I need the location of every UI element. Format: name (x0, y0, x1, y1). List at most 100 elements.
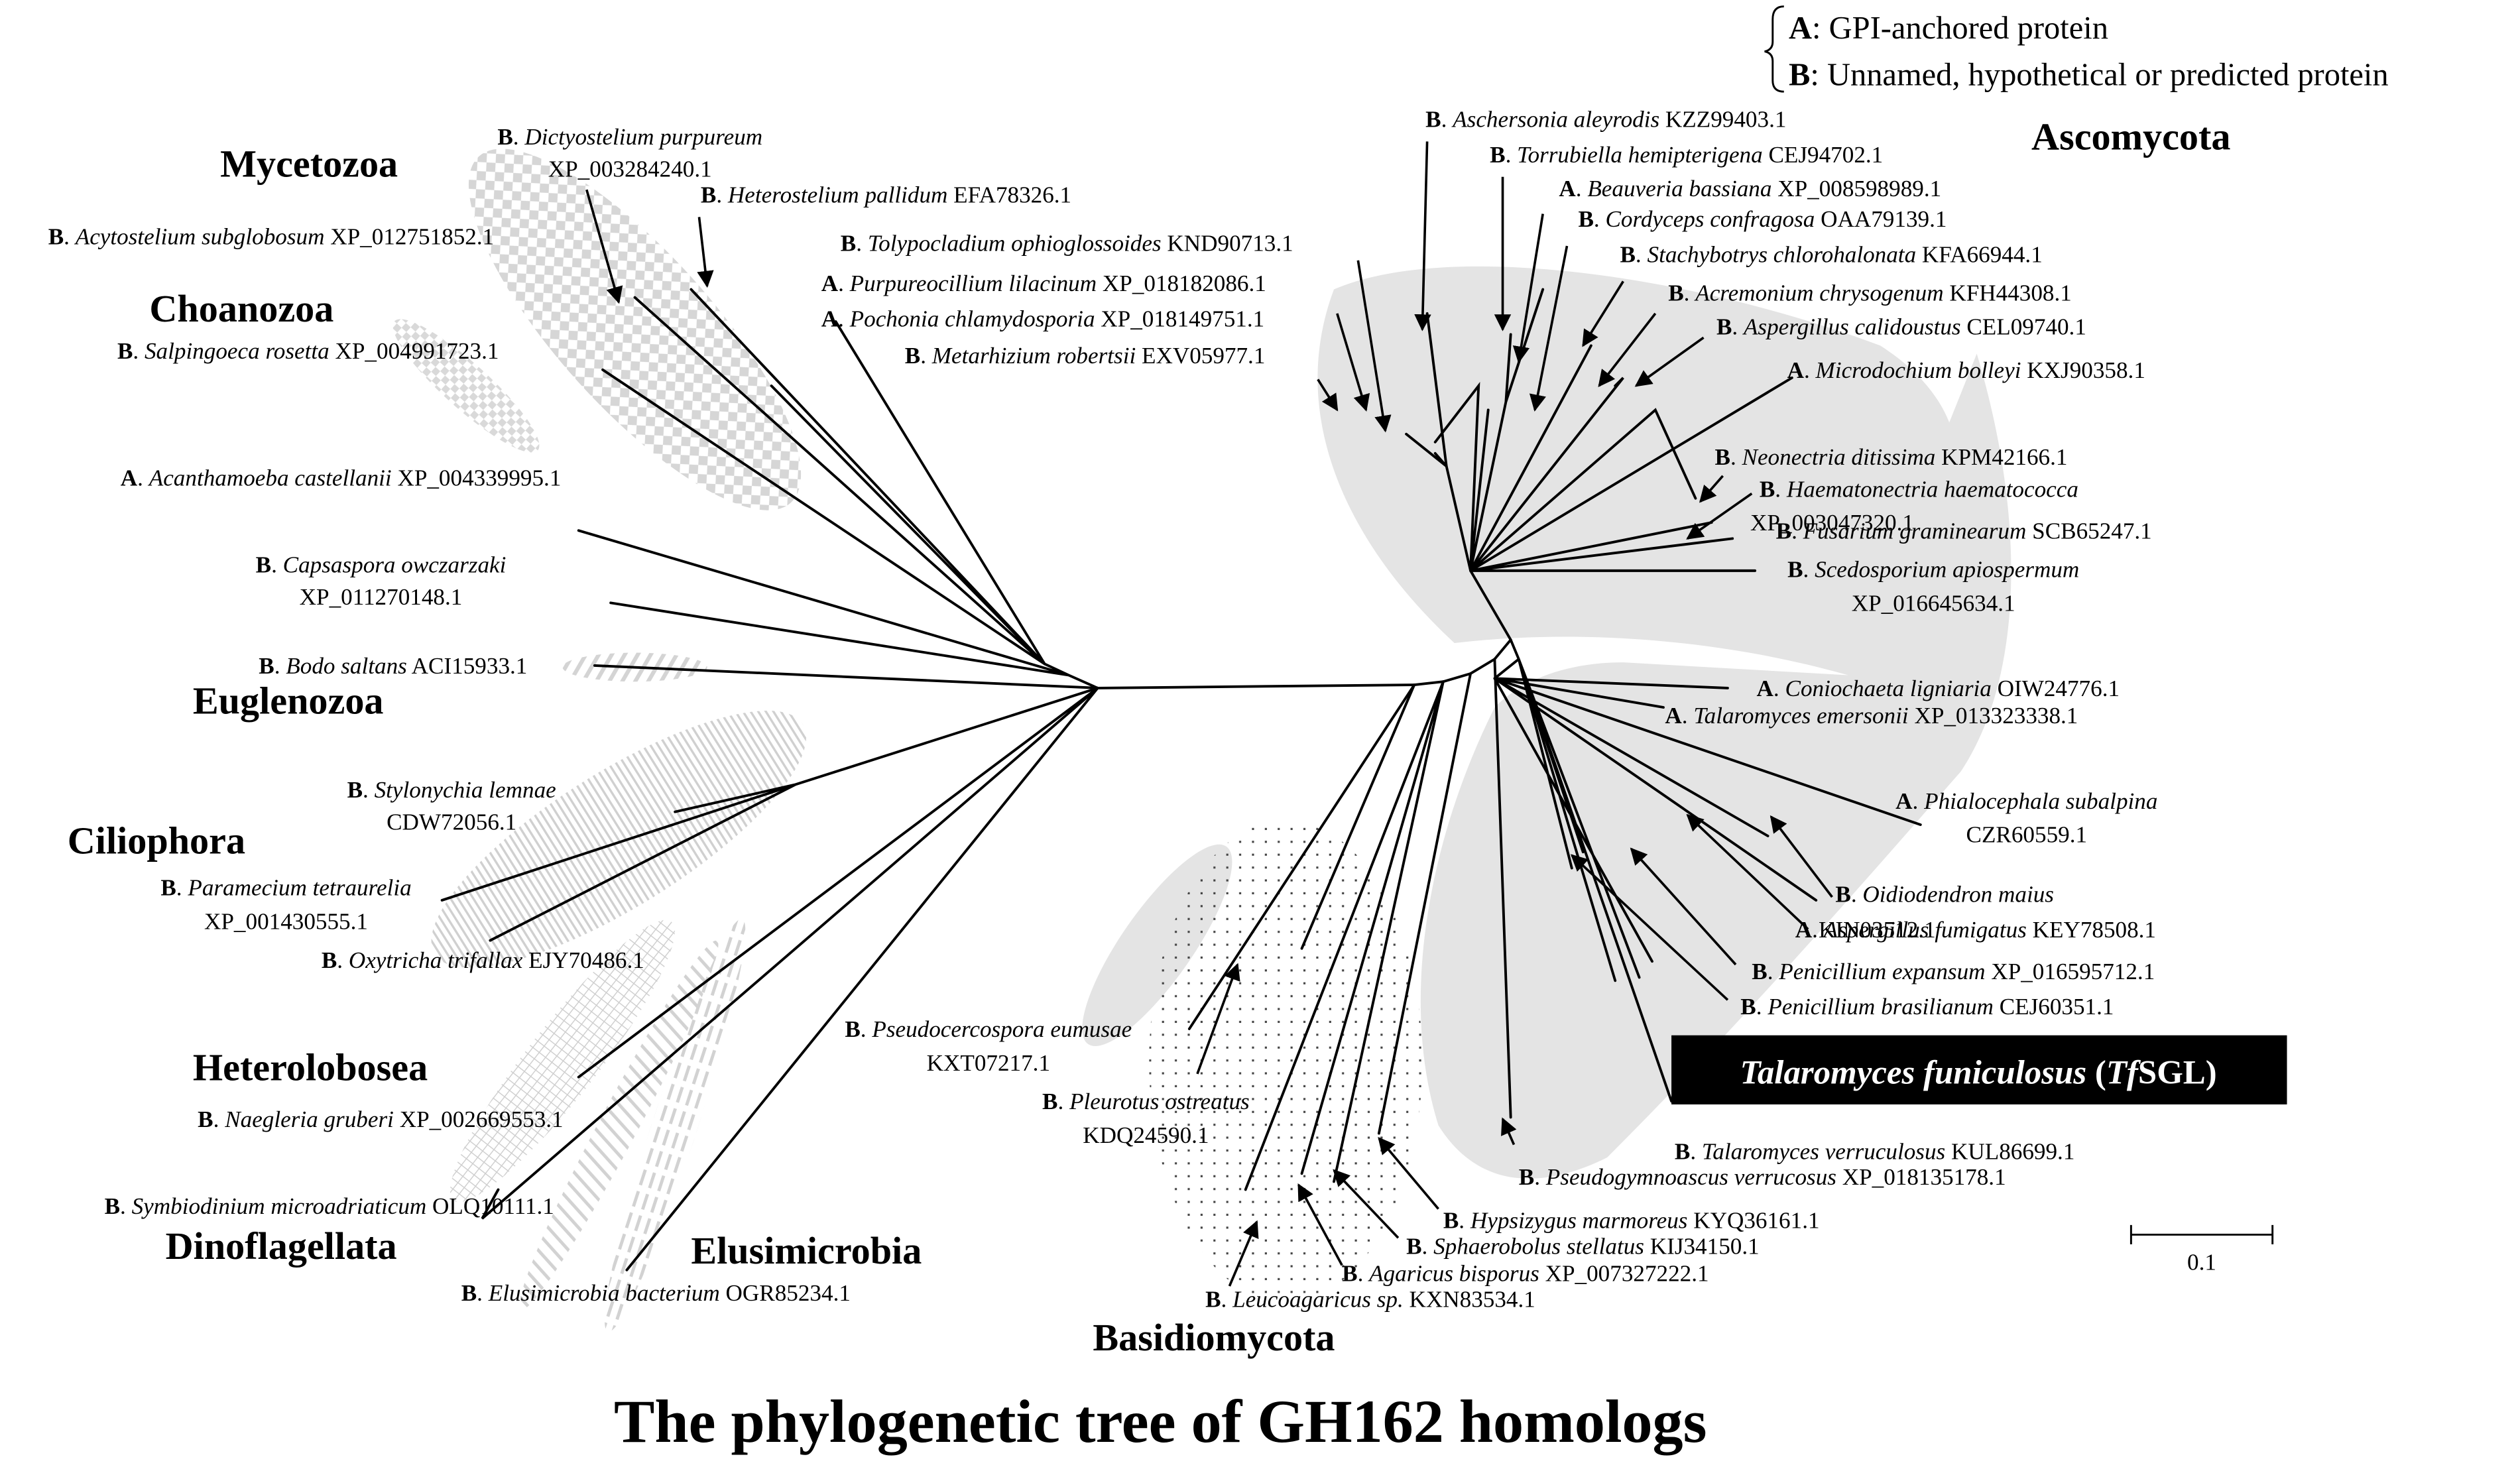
species-name: Aspergillus calidoustus (1742, 314, 1961, 339)
species-name: Sphaerobolus stellatus (1433, 1233, 1644, 1259)
arrow-beauveria (1512, 213, 1544, 364)
protein-type: A (121, 465, 138, 491)
group-label-choanozoa: Choanozoa (149, 287, 333, 330)
group-label-heterolobosea: Heterolobosea (193, 1046, 428, 1089)
protein-type: B (1787, 557, 1803, 583)
taxon-label: B. Pseudogymnoascus verrucosus XP_018135… (1519, 1164, 2006, 1190)
arrow-neonectria (1699, 475, 1724, 503)
accession: XP_018149751.1 (1095, 306, 1265, 331)
species-name: Microdochium bolleyi (1815, 357, 2021, 383)
branch-ascomycota-stem (1469, 569, 1512, 642)
separator: . (213, 1106, 225, 1132)
protein-type: B (1776, 518, 1791, 544)
arrow-oidiodendron (1770, 815, 1833, 898)
protein-type: A (1665, 703, 1682, 729)
taxon-label: B. Agaricus bisporus XP_007327222.1 (1342, 1261, 1709, 1287)
protein-type: B (117, 338, 133, 364)
legend-a-key: A (1789, 11, 1812, 46)
protein-type: A (821, 306, 839, 331)
species-name: Acanthamoeba castellanii (148, 465, 392, 491)
protein-type: B (701, 182, 716, 208)
taxon-label: B. Cordyceps confragosa OAA79139.1 (1578, 206, 1947, 232)
taxon-label: B. Acremonium chrysogenum KFH44308.1 (1668, 280, 2072, 306)
accession: XP_008598989.1 (1771, 176, 1941, 202)
legend-brace (1764, 5, 1784, 93)
species-name: Dictyostelium purpureum (524, 124, 762, 150)
protein-type: B (1668, 280, 1683, 306)
taxon-label: B. Dictyostelium purpureum (497, 124, 762, 150)
species-name: Fusarium graminearum (1803, 518, 2027, 544)
accession: XP_018135178.1 (1836, 1164, 2006, 1190)
accession: CEL09740.1 (1961, 314, 2086, 339)
protein-type: B (1205, 1287, 1221, 1313)
separator: . (1768, 959, 1779, 984)
arrow-aschersonia (1414, 141, 1431, 331)
scale-bar: 0.1 (2130, 1224, 2274, 1275)
taxon-label: B. Torrubiella hemipterigena CEJ94702.1 (1490, 142, 1883, 168)
taxon-accession: KXT07217.1 (927, 1050, 1050, 1076)
species-name: Coniochaeta ligniaria (1785, 676, 1992, 701)
protein-type: B (256, 552, 271, 577)
separator: . (176, 875, 188, 901)
branch-left-fan (577, 288, 1099, 689)
protein-type: A (1895, 788, 1913, 814)
accession: OAA79139.1 (1815, 206, 1947, 232)
highlight-tfsgl: Talaromyces funiculosus (TfSGL) (1671, 1035, 2287, 1104)
protein-type: B (1752, 959, 1767, 984)
separator: . (1682, 703, 1694, 729)
accession: EXV05977.1 (1136, 343, 1265, 369)
highlight-box (1671, 1035, 2287, 1104)
arrow-sphaerobolus (1333, 1169, 1400, 1239)
separator: . (1730, 444, 1742, 470)
protein-type: B (1042, 1089, 1057, 1114)
separator: . (1636, 241, 1648, 267)
separator: . (716, 182, 728, 208)
species-name: Phialocephala subalpina (1923, 788, 2157, 814)
arrow-pleurotus (1196, 963, 1240, 1075)
separator: . (838, 306, 850, 331)
taxon-accession: CZR60559.1 (1966, 822, 2088, 848)
group-label-ascomycota: Ascomycota (2031, 115, 2230, 158)
arrow-aspergillus-calidoustus (1634, 336, 1705, 387)
separator: . (1803, 557, 1815, 583)
group-label-mycetozoa: Mycetozoa (220, 143, 398, 186)
separator: . (120, 1193, 132, 1219)
protein-type: B (1715, 444, 1730, 470)
taxon-label: B. Aspergillus calidoustus CEL09740.1 (1716, 314, 2086, 339)
taxon-label: B. Haematonectria haematococca (1760, 476, 2078, 502)
protein-type: B (1490, 142, 1505, 168)
species-name: Aspergillus fumigatus (1823, 917, 2027, 943)
separator: . (513, 124, 525, 150)
taxon-label: B. Hypsizygus marmoreus KYQ36161.1 (1443, 1208, 1820, 1234)
species-name: Agaricus bisporus (1368, 1261, 1539, 1287)
accession: OIW24776.1 (1992, 676, 2120, 701)
taxon-label: B. Capsaspora owczarzaki (256, 552, 507, 577)
taxon-label: B. Neonectria ditissima KPM42166.1 (1715, 444, 2068, 470)
ciliophora-shade (431, 711, 807, 968)
species-name: Purpureocillium lilacinum (849, 270, 1097, 296)
separator: . (1791, 518, 1803, 544)
taxon-label: B. Paramecium tetraurelia (160, 875, 411, 901)
accession: KZZ99403.1 (1659, 107, 1786, 133)
accession: KYQ36161.1 (1687, 1208, 1819, 1234)
protein-type: B (1740, 994, 1756, 1020)
accession: KPM42166.1 (1935, 444, 2067, 470)
accession: XP_002669553.1 (394, 1106, 564, 1132)
accession: XP_012751852.1 (324, 224, 494, 250)
basidiomycota-shade (1149, 819, 1423, 1303)
species-name: Leucoagaricus sp. (1232, 1287, 1404, 1313)
arrow-aspergillus-fumigatus (1686, 813, 1809, 930)
species-name: Talaromyces emersonii (1693, 703, 1908, 729)
group-labels: Mycetozoa Choanozoa Euglenozoa Ciliophor… (68, 115, 2231, 1359)
species-name: Stachybotrys chlorohalonata (1648, 241, 1917, 267)
legend-a-text: : GPI-anchored protein (1812, 11, 2108, 46)
protein-type: B (1342, 1261, 1357, 1287)
accession: CEJ94702.1 (1763, 142, 1884, 168)
heterolobosea-shade (450, 919, 675, 1203)
species-name: Penicillium brasilianum (1767, 994, 1994, 1020)
taxon-label: B. Leucoagaricus sp. KXN83534.1 (1205, 1287, 1535, 1313)
taxon-label: A. Coniochaeta ligniaria OIW24776.1 (1757, 676, 2120, 701)
figure-title: The phylogenetic tree of GH162 homologs (614, 1388, 1707, 1455)
arrow-metarhizium (1317, 379, 1339, 412)
taxon-accession: XP_011270148.1 (300, 584, 463, 610)
